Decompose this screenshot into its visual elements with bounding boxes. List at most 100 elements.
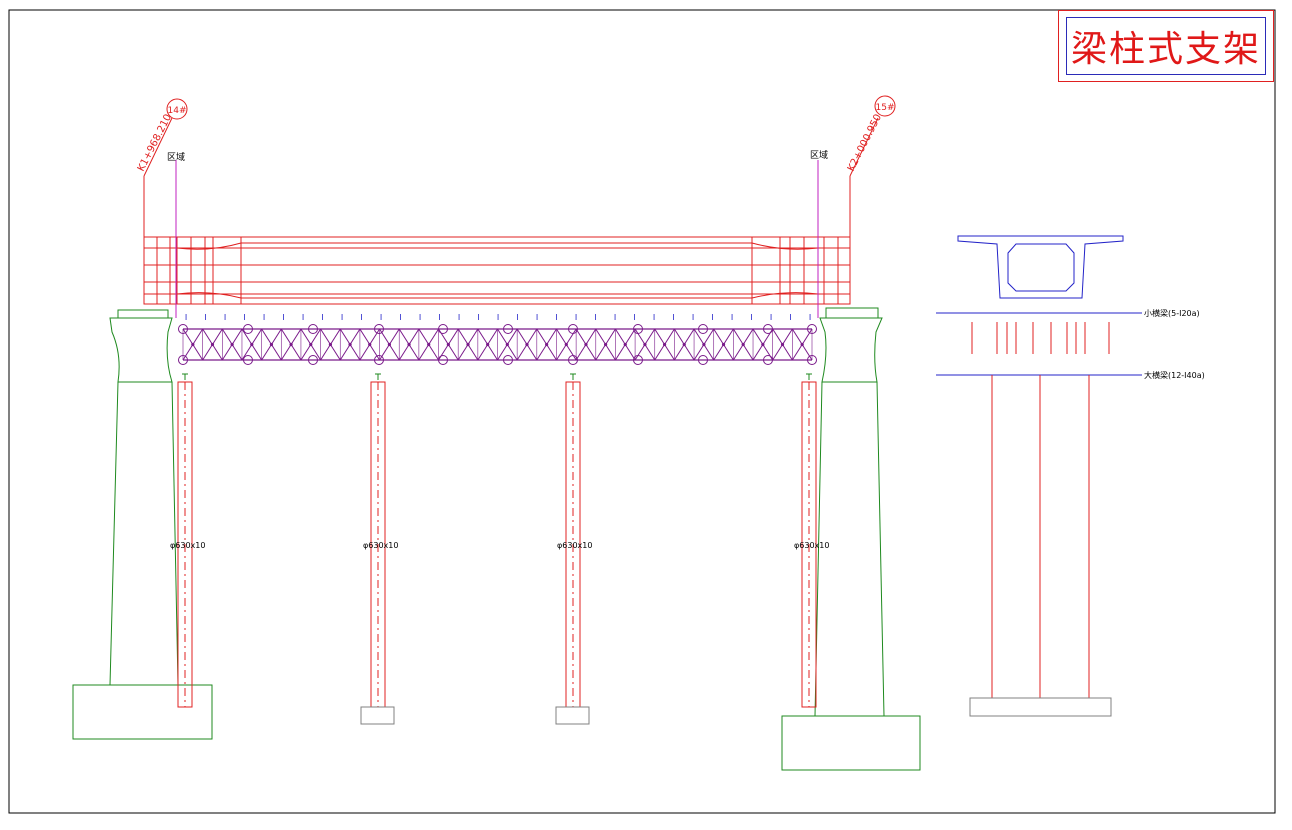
truss-diagonal — [605, 328, 616, 345]
truss-diagonal — [801, 328, 813, 345]
truss-diagonal — [634, 328, 646, 345]
truss-diagonal — [762, 328, 774, 345]
i-beam-mark: I — [224, 313, 226, 322]
truss-diagonal — [359, 328, 371, 345]
truss-support-circle — [178, 324, 188, 334]
truss-diagonal — [202, 344, 213, 361]
truss-support-circle — [178, 355, 188, 365]
truss-diagonal — [379, 328, 390, 345]
side-footing — [969, 697, 1112, 717]
i-beam-mark: I — [497, 313, 499, 322]
truss-node — [721, 342, 726, 347]
truss-diagonal — [595, 328, 607, 345]
i-beam-mark: I — [380, 313, 382, 322]
truss-node — [761, 342, 765, 347]
truss-diagonal — [428, 328, 439, 345]
truss-support-circle — [438, 355, 448, 365]
truss-diagonal — [280, 344, 292, 361]
truss-support-circle — [807, 324, 817, 334]
truss-diagonal — [585, 328, 597, 345]
pier-axis-14 — [143, 98, 188, 237]
truss-diagonal — [320, 328, 331, 345]
truss-diagonal — [624, 328, 636, 345]
truss-diagonal — [644, 328, 656, 345]
truss-diagonal — [732, 328, 744, 345]
steel-pipe-columns — [177, 381, 817, 708]
truss-diagonal — [723, 328, 734, 345]
truss-diagonal — [536, 328, 548, 345]
truss-diagonal — [585, 344, 597, 361]
truss-diagonal — [477, 328, 489, 345]
truss-diagonal — [369, 328, 380, 345]
i-beam-mark: I — [614, 313, 616, 322]
truss-diagonal — [192, 344, 204, 361]
truss-diagonal — [349, 328, 361, 345]
pier-14-body — [109, 309, 179, 686]
truss-node — [741, 342, 745, 347]
truss-diagonal — [182, 328, 194, 345]
truss-diagonal — [231, 328, 243, 345]
truss-node — [427, 342, 431, 347]
i-beam-mark: I — [809, 313, 811, 322]
truss-node — [210, 342, 215, 347]
i-beam-mark: I — [185, 313, 187, 322]
station-14: K1+968.210 — [136, 113, 174, 174]
i-beam-mark: I — [204, 313, 206, 322]
i-beam-mark: I — [789, 313, 791, 322]
column-footing-2 — [360, 706, 395, 725]
truss-diagonal — [683, 344, 695, 361]
truss-support-circle — [374, 355, 384, 365]
truss-diagonal — [615, 328, 626, 345]
truss-diagonal — [221, 328, 233, 345]
truss-support-circle — [243, 324, 253, 334]
truss-diagonal — [556, 328, 567, 345]
i-beam-mark: I — [458, 313, 460, 322]
truss-support-circle — [374, 324, 384, 334]
truss-support-circle — [763, 355, 773, 365]
truss-diagonal — [693, 344, 705, 361]
truss-diagonal — [516, 328, 528, 345]
truss-diagonal — [782, 328, 793, 345]
i-beam-mark: I — [692, 313, 694, 322]
i-beam-mark: I — [555, 313, 557, 322]
pier-mark-14: 14# — [168, 106, 187, 116]
i-beam-mark: I — [516, 313, 518, 322]
truss-diagonal — [664, 328, 675, 345]
truss-diagonal — [644, 344, 656, 361]
truss-diagonal — [487, 328, 498, 345]
truss-diagonal — [261, 344, 272, 361]
truss-support-circle — [763, 324, 773, 334]
truss-support-circle — [568, 355, 578, 365]
truss-diagonal — [624, 344, 636, 361]
truss-diagonal — [782, 344, 793, 361]
truss-diagonal — [349, 344, 361, 361]
truss-diagonal — [673, 328, 685, 345]
truss-diagonal — [526, 328, 538, 345]
truss-diagonal — [713, 344, 724, 361]
truss-diagonal — [300, 328, 312, 345]
truss-diagonal — [329, 344, 341, 361]
truss-diagonal — [359, 344, 371, 361]
truss-node — [407, 342, 411, 347]
i-beam-mark: I — [282, 313, 284, 322]
truss-diagonal — [575, 328, 587, 345]
i-beam-mark: I — [477, 313, 479, 322]
i-beam-mark: I — [731, 313, 733, 322]
i-beam-mark: I — [419, 313, 421, 322]
truss-diagonal — [447, 328, 459, 345]
truss-support-circle — [308, 355, 318, 365]
pier-mark-15: 15# — [876, 103, 895, 113]
truss-node — [368, 342, 372, 347]
truss-diagonal — [202, 328, 213, 345]
pipe-label-1: φ630x10 — [170, 541, 205, 550]
truss-node — [191, 342, 195, 347]
truss-diagonal — [251, 328, 263, 345]
truss-diagonal — [221, 344, 233, 361]
truss-diagonal — [497, 344, 508, 361]
truss-diagonal — [241, 344, 253, 361]
truss-diagonal — [752, 344, 764, 361]
truss-diagonal — [762, 344, 774, 361]
box-girder-elevation — [143, 236, 851, 305]
truss-diagonal — [497, 328, 508, 345]
